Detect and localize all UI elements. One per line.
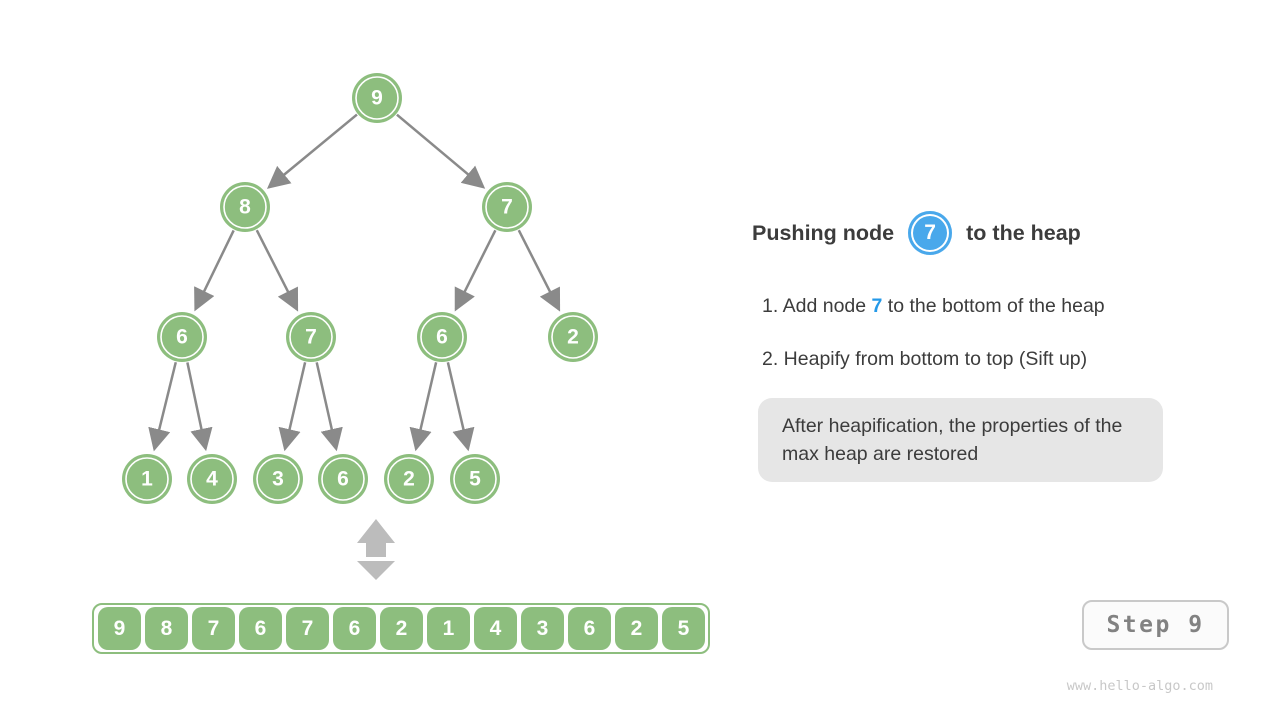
tree-node: 7 xyxy=(482,182,532,232)
tree-edge xyxy=(517,229,561,312)
step-item: 2. Heapify from bottom to top (Sift up) xyxy=(762,345,1105,374)
tree-nodes: 9 8 7 6 7 6 2 1 4 3 6 2 5 xyxy=(122,73,598,504)
array-cell: 3 xyxy=(521,607,564,650)
tree-node-value: 2 xyxy=(403,468,415,491)
step-text: 1. Add node xyxy=(762,295,872,317)
tree-node-value: 7 xyxy=(305,326,317,349)
tree-edge xyxy=(186,362,213,452)
panel-title: Pushing node 7 to the heap xyxy=(752,211,1081,255)
watermark: www.hello-algo.com xyxy=(1066,678,1213,694)
tree-node: 5 xyxy=(450,454,500,504)
tree-node-value: 3 xyxy=(272,468,284,491)
tree-node-value: 6 xyxy=(337,468,349,491)
tree-edge xyxy=(255,229,299,312)
array-cell: 2 xyxy=(615,607,658,650)
array-cell: 9 xyxy=(98,607,141,650)
tree-node: 8 xyxy=(220,182,270,232)
tree-node-value: 4 xyxy=(206,468,218,491)
tree-node-value: 6 xyxy=(176,326,188,349)
tree-node-value: 7 xyxy=(501,196,513,219)
note-box: After heapification, the properties of t… xyxy=(758,398,1163,482)
step-highlight-value: 7 xyxy=(871,295,883,317)
title-suffix: to the heap xyxy=(966,220,1081,245)
tree-node-value: 5 xyxy=(469,468,481,491)
tree-node-value: 2 xyxy=(567,326,579,349)
step-text: 2. Heapify from bottom to top (Sift up) xyxy=(762,348,1088,370)
title-prefix: Pushing node xyxy=(752,220,895,245)
heap-tree-diagram: 9 8 7 6 7 6 2 1 4 3 6 2 5 xyxy=(122,73,598,580)
step-text: to the bottom of the heap xyxy=(882,295,1105,317)
tree-node: 6 xyxy=(157,312,207,362)
tree-node-value: 8 xyxy=(239,196,251,219)
array-cell: 7 xyxy=(192,607,235,650)
tree-node: 9 xyxy=(352,73,402,123)
array-cell: 6 xyxy=(568,607,611,650)
array-cell: 2 xyxy=(380,607,423,650)
tree-edge xyxy=(194,229,235,312)
array-cell: 6 xyxy=(239,607,282,650)
tree-node: 2 xyxy=(548,312,598,362)
array-cell: 8 xyxy=(145,607,188,650)
tree-edge xyxy=(315,362,343,452)
note-text: After heapification, the properties of t… xyxy=(782,415,1123,465)
tree-edge xyxy=(454,229,497,312)
tree-node: 7 xyxy=(286,312,336,362)
tree-node: 4 xyxy=(187,454,237,504)
array-cell: 7 xyxy=(286,607,329,650)
tree-edge xyxy=(148,361,177,452)
tree-node: 6 xyxy=(318,454,368,504)
tree-node: 1 xyxy=(122,454,172,504)
step-list: 1. Add node 7 to the bottom of the heap 2… xyxy=(762,292,1105,398)
step-indicator-button[interactable]: Step 9 xyxy=(1082,600,1229,650)
pushed-node-value: 7 xyxy=(924,221,936,244)
tree-node-value: 9 xyxy=(371,87,383,110)
array-cell: 5 xyxy=(662,607,705,650)
tree-node-value: 6 xyxy=(436,326,448,349)
tree-edges xyxy=(148,113,561,452)
tree-node: 3 xyxy=(253,454,303,504)
tree-edge xyxy=(266,113,358,189)
tree-edge xyxy=(396,113,486,189)
array-cell: 4 xyxy=(474,607,517,650)
tree-node: 6 xyxy=(417,312,467,362)
tree-edge xyxy=(446,362,475,452)
tree-node: 2 xyxy=(384,454,434,504)
pushed-node-badge: 7 xyxy=(908,211,953,255)
array-cell: 6 xyxy=(333,607,376,650)
tree-edge xyxy=(409,362,438,452)
tree-node-value: 1 xyxy=(141,468,153,491)
array-cell: 1 xyxy=(427,607,470,650)
step-item: 1. Add node 7 to the bottom of the heap xyxy=(762,292,1105,321)
tree-edge xyxy=(278,362,307,452)
swap-arrow-icon xyxy=(357,519,395,580)
